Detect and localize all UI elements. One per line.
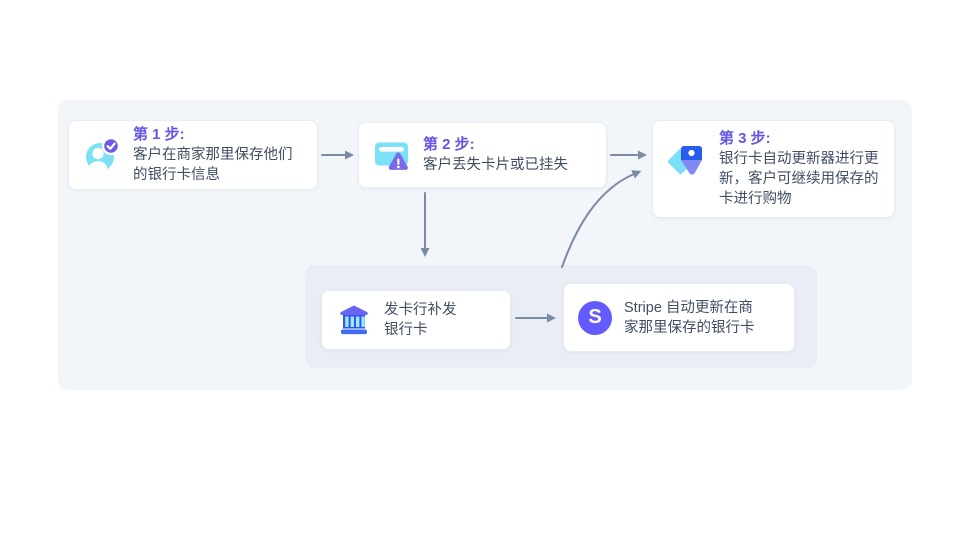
step1-card: 第 1 步: 客户在商家那里保存他们 的银行卡信息	[68, 120, 318, 190]
stripe-logo-letter: S	[588, 306, 602, 328]
stripe-description: Stripe 自动更新在商 家那里保存的银行卡	[624, 299, 755, 336]
step3-card: 第 3 步: 银行卡自动更新器进行更 新，客户可继续用保存的 卡进行购物	[652, 120, 895, 218]
issuer-text-block: 发卡行补发 银行卡	[384, 300, 496, 340]
step2-label: 第 2 步:	[423, 136, 475, 153]
step2-text-block: 第 2 步: 客户丢失卡片或已挂失	[423, 135, 592, 175]
issuer-description: 发卡行补发 银行卡	[384, 302, 457, 338]
card-tag-icon	[667, 146, 702, 175]
step1-description: 客户在商家那里保存他们 的银行卡信息	[133, 147, 293, 183]
bank-icon	[340, 305, 368, 335]
step3-text-block: 第 3 步: 银行卡自动更新器进行更 新，客户可继续用保存的 卡进行购物	[719, 129, 880, 209]
lost-card-icon	[375, 142, 408, 170]
customer-verified-icon	[86, 136, 121, 174]
step1-text-block: 第 1 步: 客户在商家那里保存他们 的银行卡信息	[133, 125, 303, 185]
step3-description: 银行卡自动更新器进行更 新，客户可继续用保存的 卡进行购物	[719, 151, 879, 207]
step1-label: 第 1 步:	[133, 126, 185, 143]
step3-label: 第 3 步:	[719, 130, 771, 147]
stripe-card: S Stripe 自动更新在商 家那里保存的银行卡	[563, 283, 795, 352]
step2-description: 客户丢失卡片或已挂失	[423, 157, 568, 173]
step2-card: 第 2 步: 客户丢失卡片或已挂失	[358, 122, 607, 188]
stripe-text-block: Stripe 自动更新在商 家那里保存的银行卡	[624, 298, 780, 338]
stripe-logo-icon: S	[578, 300, 612, 335]
issuer-card: 发卡行补发 银行卡	[321, 290, 511, 350]
